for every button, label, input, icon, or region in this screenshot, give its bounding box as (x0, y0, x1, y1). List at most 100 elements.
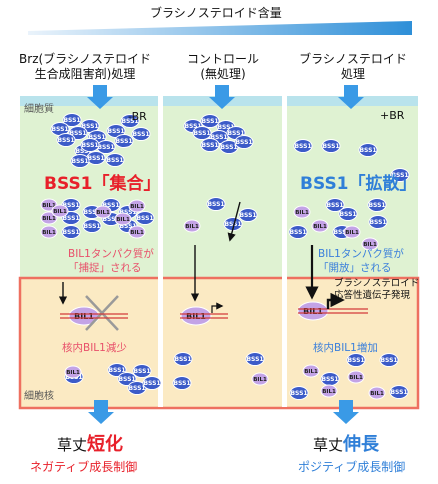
bss1-protein-61-label: BSS1 (390, 389, 407, 396)
bss1-protein-14-label: BSS1 (57, 137, 74, 144)
bil1-protein-16: BIL1 (320, 384, 338, 398)
bss1-protein-46: BSS1 (288, 225, 308, 239)
bil1-protein-17-label: BIL1 (349, 375, 363, 381)
nuclear-bil1-decrease: 核内BIL1減少 (62, 342, 127, 354)
bss1-protein-13: BSS1 (105, 153, 125, 167)
bss1-protein-11-label: BSS1 (87, 155, 104, 162)
bss1-protein-29: BSS1 (192, 126, 212, 140)
bss1-protein-5-label: BSS1 (107, 128, 124, 135)
bss1-protein-33-label: BSS1 (220, 144, 237, 151)
bss1-protein-18: BSS1 (61, 225, 81, 239)
outcome-right-title: 草丈伸長 (313, 434, 380, 455)
nucleus-label: 細胞核 (24, 391, 54, 402)
column-title-control: コントロール (無処理) (186, 52, 259, 81)
bss1-protein-23-label: BSS1 (119, 209, 136, 216)
bss1-protein-54: BSS1 (173, 352, 193, 366)
bss1-protein-25-label: BSS1 (136, 215, 153, 222)
bss1-protein-58: BSS1 (379, 353, 399, 367)
bil1-protein-14: BIL1 (251, 372, 269, 386)
bss1-protein-20-label: BSS1 (83, 223, 100, 230)
bss1-disperse-label: BSS1「拡散」 (300, 174, 417, 194)
bss1-protein-27-label: BSS1 (201, 118, 218, 125)
bss1-protein-32-label: BSS1 (201, 142, 218, 149)
bil1-protein-11-label: BIL1 (345, 230, 359, 236)
bss1-protein-15-label: BSS1 (81, 142, 98, 149)
bil1-protein-12: BIL1 (361, 237, 379, 251)
bss1-protein-18-label: BSS1 (62, 229, 79, 236)
outcome-left-sub: ネガティブ成長制御 (30, 460, 138, 474)
bss1-protein-59-label: BSS1 (321, 376, 338, 383)
down-arrow-outcome-left (88, 400, 114, 424)
bil1-dna-bound-left-label: BIL1 (74, 312, 94, 321)
bss1-protein-39: BSS1 (321, 139, 341, 153)
nucleus-region (18, 276, 420, 410)
bss1-protein-34-label: BSS1 (235, 139, 252, 146)
bil1-protein-1-label: BIL1 (42, 216, 56, 222)
bss1-protein-27: BSS1 (200, 114, 220, 128)
bss1-protein-32: BSS1 (200, 138, 220, 152)
bil1-protein-18-label: BIL1 (370, 391, 384, 397)
bil1-protein-2-label: BIL1 (42, 230, 56, 236)
bss1-protein-22-label: BSS1 (102, 216, 119, 223)
bss1-protein-5: BSS1 (106, 124, 126, 138)
bss1-protein-24-label: BSS1 (119, 223, 136, 230)
down-arrow-br (338, 85, 364, 109)
bss1-protein-42: BSS1 (325, 198, 345, 212)
bss1-protein-54-label: BSS1 (174, 356, 191, 363)
bss1-protein-36: BSS1 (238, 208, 258, 222)
bil1-protein-6: BIL1 (128, 199, 146, 213)
bss1-protein-41-label: BSS1 (391, 172, 408, 179)
bil1-protein-17: BIL1 (347, 370, 365, 384)
bss1-protein-50: BSS1 (132, 364, 152, 378)
bss1-protein-30-label: BSS1 (210, 134, 227, 141)
gene-expression-caption: ブラシノステロイド 応答性遺伝子発現 (334, 278, 420, 301)
bil1-protein-7: BIL1 (128, 225, 146, 239)
bss1-protein-57-label: BSS1 (347, 357, 364, 364)
bil1-protein-15: BIL1 (302, 364, 320, 378)
column-title-brz: Brz(ブラシノステロイド 生合成阻害剤)処理 (19, 52, 151, 81)
down-arrow-brz (87, 85, 113, 109)
bss1-protein-9-label: BSS1 (97, 144, 114, 151)
bss1-protein-0: BSS1 (62, 113, 82, 127)
bil1-captured-caption: BIL1タンパク質が 「捕捉」される (68, 248, 154, 274)
bss1-protein-12-label: BSS1 (71, 158, 88, 165)
bss1-protein-52-label: BSS1 (143, 380, 160, 387)
bil1-dna-bound-right-label: BIL1 (303, 307, 323, 316)
bss1-protein-46-label: BSS1 (289, 229, 306, 236)
bss1-protein-13-label: BSS1 (106, 157, 123, 164)
bil1-protein-3-label: BIL1 (53, 209, 67, 215)
bss1-protein-44: BSS1 (338, 207, 358, 221)
bil1-protein-8-label: BIL1 (185, 224, 199, 230)
bss1-protein-8-label: BSS1 (115, 138, 132, 145)
dna-left (60, 313, 128, 319)
bss1-protein-6: BSS1 (120, 114, 140, 128)
bil1-protein-9: BIL1 (293, 205, 311, 219)
bss1-protein-25: BSS1 (135, 211, 155, 225)
bss1-protein-11: BSS1 (86, 151, 106, 165)
transcription-arrow-right (326, 292, 345, 309)
bss1-protein-4-label: BSS1 (88, 134, 105, 141)
bil1-protein-14-label: BIL1 (253, 377, 267, 383)
cytoplasm-top-band-left (20, 96, 158, 106)
plus-br-label: +BR (380, 109, 405, 122)
bss1-protein-1-label: BSS1 (81, 123, 98, 130)
outcome-right-sub: ポジティブ成長制御 (298, 460, 406, 474)
bss1-protein-38: BSS1 (293, 139, 313, 153)
down-arrow-control (209, 85, 235, 109)
bil1-protein-12-label: BIL1 (363, 242, 377, 248)
bss1-protein-35-label: BSS1 (207, 201, 224, 208)
bss1-protein-56: BSS1 (172, 376, 192, 390)
bss1-protein-56-label: BSS1 (173, 380, 190, 387)
bss1-protein-59: BSS1 (320, 372, 340, 386)
gradient-label: ブラシノステロイド含量 (150, 6, 282, 20)
bil1-dna-bound-middle: BIL1 (180, 306, 212, 326)
bss1-protein-49-label: BSS1 (118, 376, 135, 383)
bil1-dna-bound-middle-label: BIL1 (186, 312, 206, 321)
bss1-protein-26-label: BSS1 (184, 123, 201, 130)
bss1-protein-37-label: BSS1 (224, 221, 241, 228)
bss1-protein-48: BSS1 (107, 363, 127, 377)
bil1-protein-15-label: BIL1 (304, 369, 318, 375)
cytoplasm-right (287, 106, 418, 278)
content-gradient-wedge (28, 21, 412, 35)
bss1-protein-36-label: BSS1 (239, 212, 256, 219)
